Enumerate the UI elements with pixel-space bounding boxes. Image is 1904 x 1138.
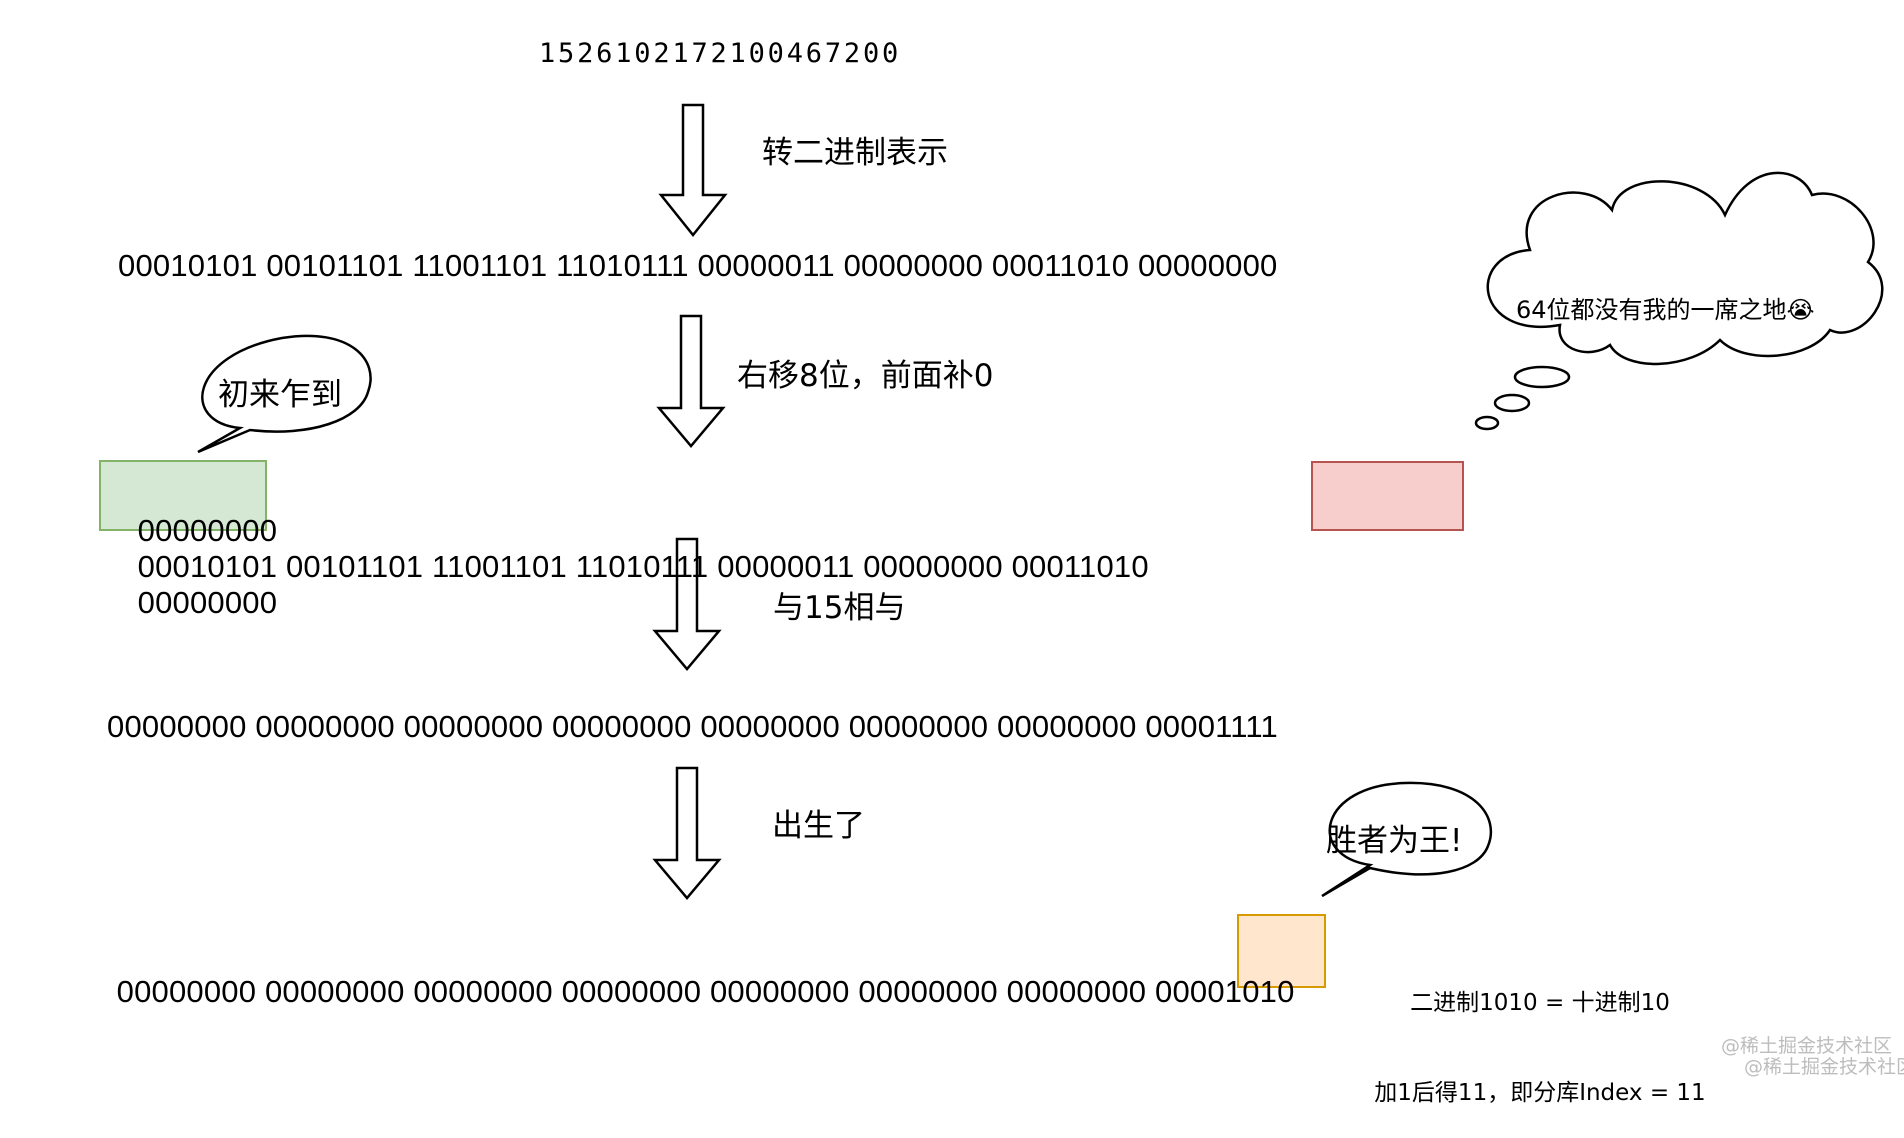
step-label-shift-right: 右移8位，前面补0: [737, 358, 994, 394]
newcomer-bubble-text: 初来乍到: [218, 377, 342, 413]
binary-row: 00010101 00101101 11001101 11010111 0000…: [118, 248, 1278, 283]
shifted-dropped-bits: 00000000: [137, 585, 278, 620]
mask-row: 00000000 00000000 00000000 00000000 0000…: [107, 709, 1278, 744]
step-label-to-binary: 转二进制表示: [762, 135, 948, 171]
winner-speech-bubble: [1321, 781, 1493, 898]
shifted-row: 00000000 00010101 00101101 11001101 1101…: [120, 477, 1149, 621]
result-row: 00000000 00000000 00000000 00000000 0000…: [99, 938, 1295, 1010]
watermark-line-2: @稀土掘金技术社区: [1744, 1056, 1904, 1078]
step-label-and-15: 与15相与: [773, 590, 906, 626]
diagram-shapes: [197, 103, 1884, 900]
result-zero-bits: 00000000 00000000 00000000 00000000 0000…: [116, 974, 1225, 1009]
source-number: 1526102172100467200: [539, 38, 902, 69]
shifted-kept-bits: 00010101 00101101 11001101 11010111 0000…: [137, 549, 1149, 584]
note-line-1: 二进制1010 = 十进制10: [1410, 990, 1670, 1016]
thought-dot-medium: [1493, 393, 1531, 413]
watermark-line-1: @稀土掘金技术社区: [1721, 1035, 1893, 1057]
winner-bubble-text: 胜者为王!: [1326, 823, 1463, 859]
dropped-bits-highlight: [1311, 461, 1464, 531]
note-line-2: 加1后得11，即分库Index = 11: [1374, 1080, 1706, 1106]
thought-dot-small: [1474, 415, 1500, 431]
newcomer-speech-bubble: [197, 334, 372, 454]
thought-cloud: [1486, 171, 1884, 366]
down-arrow-4: [652, 766, 722, 900]
result-low-bits: 1010: [1224, 974, 1295, 1009]
new-bits-highlight: [99, 460, 267, 531]
down-arrow-2: [656, 314, 726, 448]
result-bits-highlight: [1237, 914, 1326, 988]
down-arrow-1: [658, 103, 728, 238]
thought-bubble-text: 64位都没有我的一席之地😭: [1516, 296, 1815, 324]
step-label-born: 出生了: [772, 808, 865, 844]
thought-dot-large: [1513, 365, 1571, 389]
explanation-note: 二进制1010 = 十进制10 加1后得11，即分库Index = 11: [1370, 928, 1710, 1138]
down-arrow-3: [652, 537, 722, 671]
shifted-new-bits: 00000000: [137, 513, 278, 548]
